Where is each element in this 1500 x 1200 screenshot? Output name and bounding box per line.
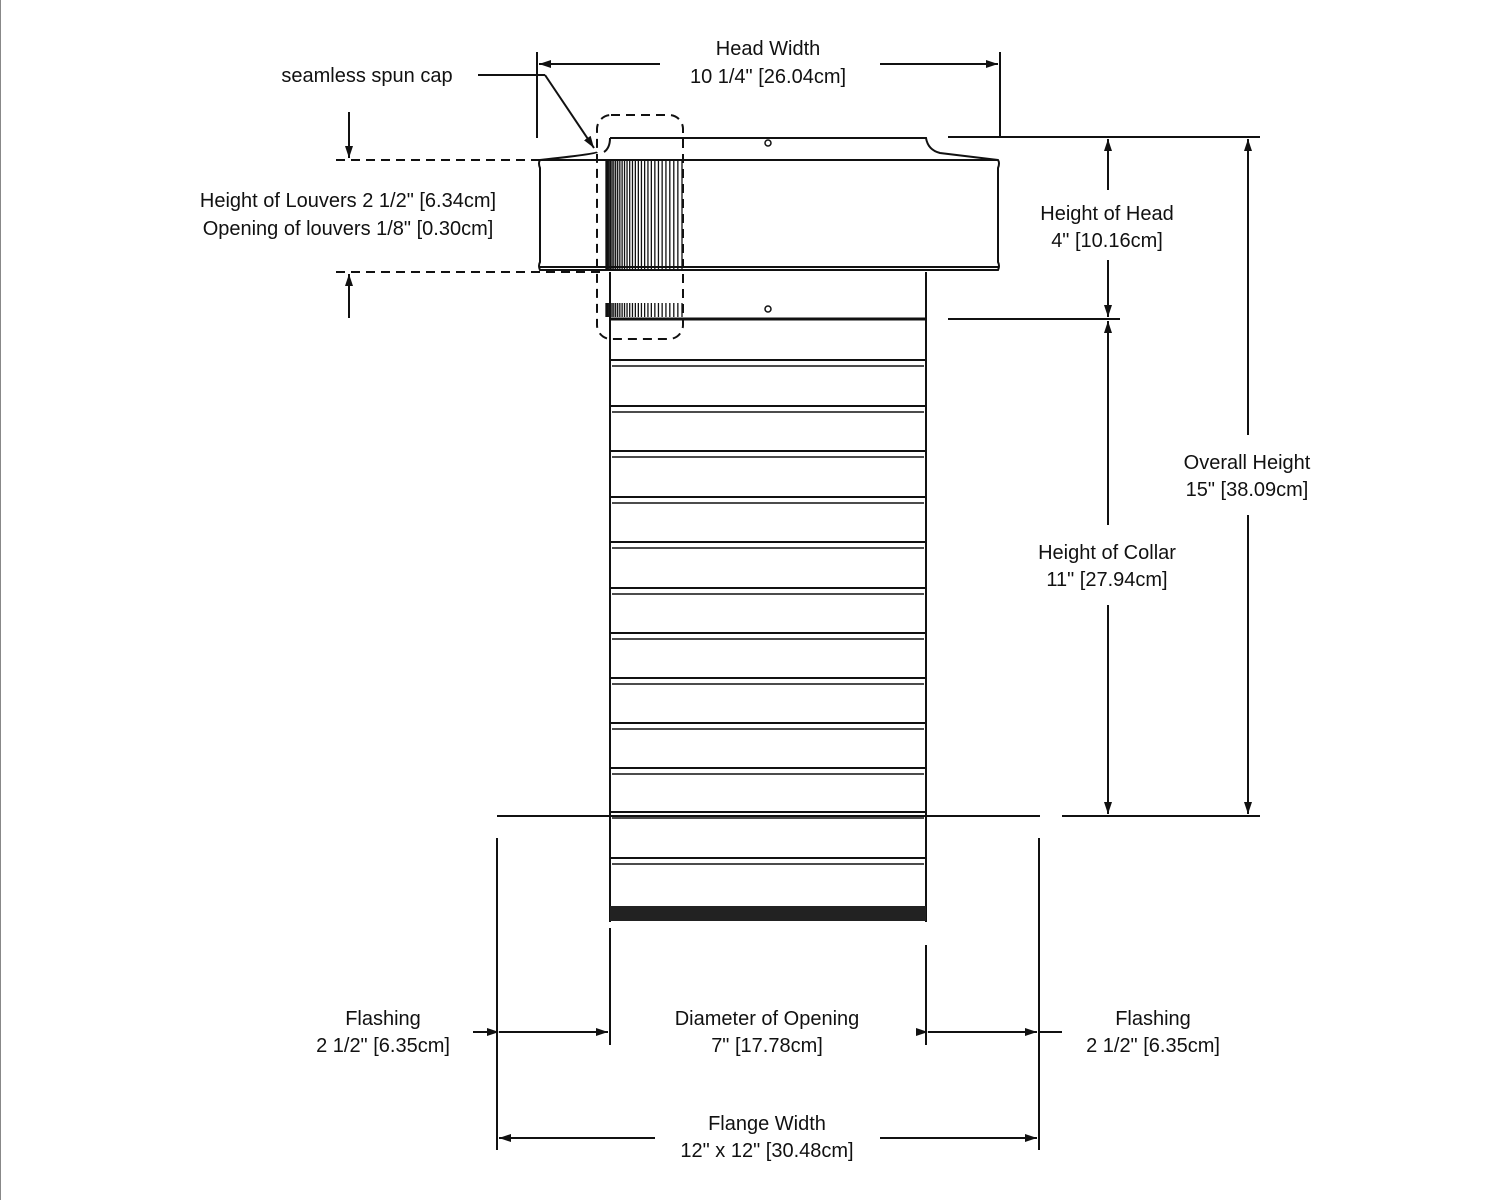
vent-head <box>538 137 1000 271</box>
bottom-band <box>610 906 926 921</box>
head-width-title: Head Width <box>716 38 821 60</box>
louvers <box>605 160 683 317</box>
flashing-left-value: 2 1/2" [6.35cm] <box>316 1035 450 1057</box>
flashing-right-title: Flashing <box>1115 1008 1191 1030</box>
collar-height-title: Height of Collar <box>1038 542 1176 564</box>
opening-diameter-value: 7" [17.78cm] <box>711 1035 823 1057</box>
vent-collar <box>609 272 927 922</box>
opening-diameter-title: Diameter of Opening <box>675 1008 860 1030</box>
collar-height-value: 11" [27.94cm] <box>1046 569 1167 591</box>
overall-height-title: Overall Height <box>1184 452 1311 474</box>
flashing-left-title: Flashing <box>345 1008 421 1030</box>
flange-width-value: 12" x 12" [30.48cm] <box>680 1140 853 1162</box>
louvers-opening-label: Opening of louvers 1/8" [0.30cm] <box>203 218 494 240</box>
head-height-title: Height of Head <box>1040 203 1173 225</box>
flashing-right-value: 2 1/2" [6.35cm] <box>1086 1035 1220 1057</box>
flange-width-title: Flange Width <box>708 1113 826 1135</box>
louvers-height-label: Height of Louvers 2 1/2" [6.34cm] <box>200 190 496 212</box>
rivet-icon <box>764 139 772 147</box>
head-width-value: 10 1/4" [26.04cm] <box>690 66 846 88</box>
cap-label: seamless spun cap <box>281 65 452 87</box>
rivet-icon <box>764 305 772 313</box>
overall-height-value: 15" [38.09cm] <box>1186 479 1309 501</box>
head-height-value: 4" [10.16cm] <box>1051 230 1163 252</box>
